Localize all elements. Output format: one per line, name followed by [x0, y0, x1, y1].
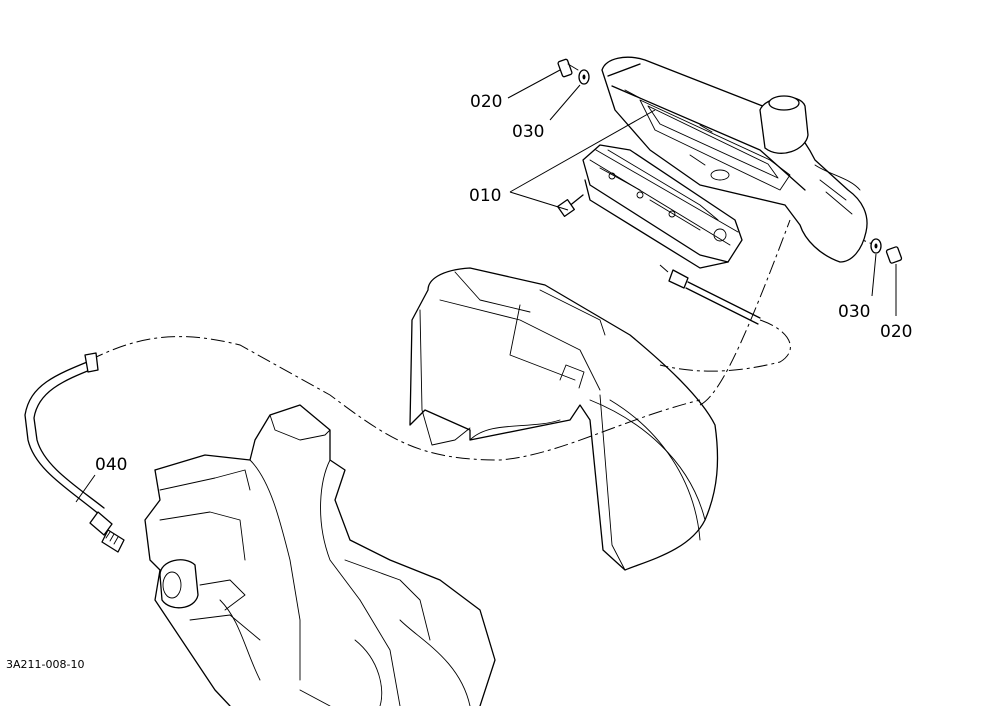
part-label-010: 010	[469, 186, 501, 206]
dashboard-cover	[409, 267, 719, 571]
fasteners	[556, 58, 903, 264]
cable-connector	[668, 269, 761, 325]
part-label-030-top: 030	[512, 122, 544, 142]
part-label-020-top: 020	[470, 92, 502, 112]
part-label-030-right: 030	[838, 302, 870, 322]
leader-lines	[75, 69, 897, 503]
part-label-040: 040	[95, 455, 127, 475]
instrument-panel-housing	[601, 56, 868, 263]
part-label-020-right: 020	[880, 322, 912, 342]
engine-block	[144, 404, 496, 706]
figure-code: 3A211-008-10	[6, 658, 84, 671]
tachometer-cable	[24, 352, 125, 553]
meter-panel	[582, 144, 743, 269]
